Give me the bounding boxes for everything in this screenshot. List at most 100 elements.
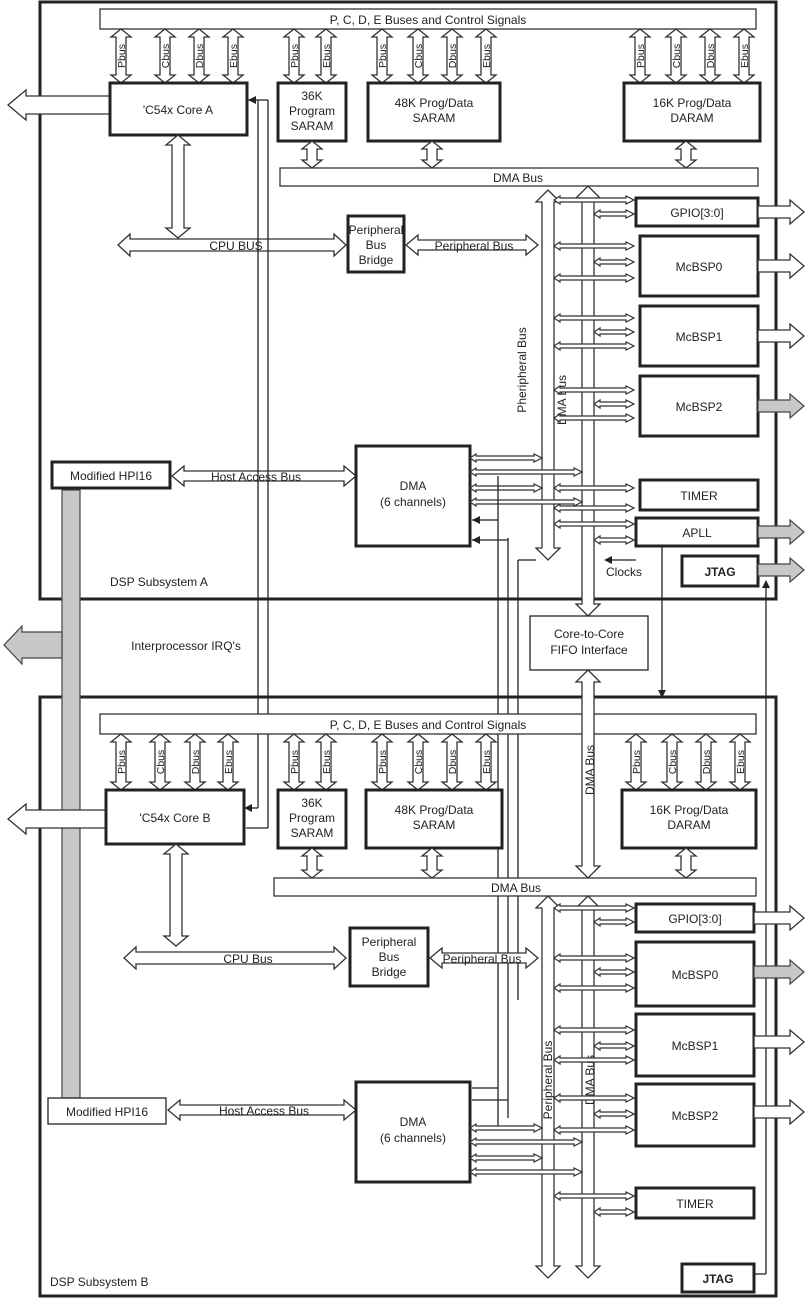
a-external-pins [757,198,805,584]
b-periph-connectors [552,902,636,1218]
svg-text:SARAM: SARAM [291,826,334,840]
svg-text:Dbus: Dbus [705,44,717,69]
cross-link-wires [244,96,536,1128]
svg-text:Cbus: Cbus [413,750,425,775]
a-hpi [50,460,172,490]
svg-text:16K Prog/Data: 16K Prog/Data [653,96,732,110]
svg-text:Pbus: Pbus [635,44,647,68]
svg-text:Program: Program [289,811,335,825]
svg-text:DMA Bus: DMA Bus [491,881,541,895]
svg-text:DARAM: DARAM [667,818,710,832]
b-core-external-arrow [6,802,107,836]
svg-text:Pbus: Pbus [631,750,643,774]
svg-text:Dbus: Dbus [194,44,206,69]
b-data-saram [364,788,504,850]
svg-text:Peripheral Bus: Peripheral Bus [541,1041,555,1120]
svg-text:'C54x Core A: 'C54x Core A [143,103,213,117]
b-daram-arrows: Pbus Cbus Dbus Ebus [624,733,752,791]
svg-text:P, C, D, E Buses and Control S: P, C, D, E Buses and Control Signals [330,718,527,732]
svg-text:Bus: Bus [379,950,400,964]
svg-text:McBSP2: McBSP2 [672,1109,719,1123]
svg-text:Ebus: Ebus [321,44,333,68]
b-dma-channel-arrows [468,1122,584,1178]
svg-text:36K: 36K [301,89,322,103]
svg-text:Cbus: Cbus [671,44,683,69]
svg-text:DMA Bus: DMA Bus [583,745,597,795]
svg-text:Ebus: Ebus [481,44,493,68]
svg-text:CPU Bus: CPU Bus [223,952,272,966]
a-bridge [346,214,406,274]
svg-text:Modified HPI16: Modified HPI16 [70,469,152,483]
subsystem-b: P, C, D, E Buses and Control Signals Pbu… [6,669,805,1294]
svg-text:(6 channels): (6 channels) [380,495,446,509]
a-dma-bus [279,167,759,187]
external-hpi-arrow [3,624,63,666]
a-core [108,81,249,137]
svg-text:16K Prog/Data: 16K Prog/Data [650,803,729,817]
svg-text:Ebus: Ebus [481,750,493,774]
svg-text:McBSP0: McBSP0 [672,968,719,982]
svg-text:DMA Bus: DMA Bus [493,171,543,185]
b-core [104,788,246,846]
svg-text:Peripheral Bus: Peripheral Bus [435,239,514,253]
svg-text:TIMER: TIMER [680,489,718,503]
a-periph-bus [404,233,540,257]
svg-text:Pheripheral Bus: Pheripheral Bus [515,327,529,412]
a-prog-saram [276,81,348,143]
svg-text:36K: 36K [301,796,322,810]
svg-text:Peripheral Bus: Peripheral Bus [443,952,522,966]
svg-text:APLL: APLL [682,526,712,540]
a-dma-bus-vertical [574,185,602,617]
a-prog-saram-arrows: Pbus Ebus [282,28,338,84]
b-mcbsp1 [634,1012,756,1078]
b-cpu-bus [123,945,347,971]
a-daram [622,81,762,143]
a-gpio [634,196,760,228]
svg-text:DMA: DMA [400,479,427,493]
svg-text:Ebus: Ebus [739,44,751,68]
svg-text:Host Access Bus: Host Access Bus [219,1104,309,1118]
svg-text:GPIO[3:0]: GPIO[3:0] [670,206,723,220]
svg-text:Pbus: Pbus [377,750,389,774]
svg-text:(6 channels): (6 channels) [380,1131,446,1145]
svg-text:Pbus: Pbus [289,44,301,68]
svg-text:Cbus: Cbus [160,44,172,69]
svg-text:Cbus: Cbus [667,750,679,775]
subsystem-b-label: DSP Subsystem B [50,1275,148,1289]
svg-text:JTAG: JTAG [704,565,735,579]
a-jtag [680,554,760,588]
b-daram [620,788,758,850]
svg-text:Pbus: Pbus [116,44,128,68]
svg-text:Pbus: Pbus [289,750,301,774]
a-cpu-bus [117,232,347,258]
svg-text:TIMER: TIMER [676,1197,714,1211]
svg-text:Peripheral: Peripheral [349,223,404,237]
b-periph-bus [428,946,540,970]
core-to-core-fifo [529,615,649,671]
a-periph-connectors [552,194,636,546]
svg-text:Dbus: Dbus [701,750,713,775]
svg-text:McBSP1: McBSP1 [676,330,723,344]
subsystem-a-frame [38,0,778,601]
a-core-bus-arrows: Pbus Cbus Dbus Ebus [109,28,245,84]
svg-text:Pbus: Pbus [377,44,389,68]
svg-text:Ebus: Ebus [321,750,333,774]
b-mcbsp2 [634,1082,756,1148]
svg-text:Peripheral: Peripheral [362,935,417,949]
svg-text:DMA Bus: DMA Bus [583,1055,597,1105]
b-bridge [348,926,430,988]
irq-label: Interprocessor IRQ's [131,639,241,653]
shared-hpi-bus [61,489,81,1099]
svg-text:SARAM: SARAM [291,119,334,133]
a-mcbsp0 [638,234,760,298]
svg-text:CPU BUS: CPU BUS [209,239,262,253]
svg-text:SARAM: SARAM [413,818,456,832]
svg-text:Dbus: Dbus [190,750,202,775]
b-jtag [680,1262,756,1294]
a-daram-arrows: Pbus Cbus Dbus Ebus [628,28,756,84]
svg-text:Bus: Bus [366,238,387,252]
a-timer [638,478,760,512]
b-dma [354,1080,472,1184]
svg-text:48K Prog/Data: 48K Prog/Data [395,96,474,110]
